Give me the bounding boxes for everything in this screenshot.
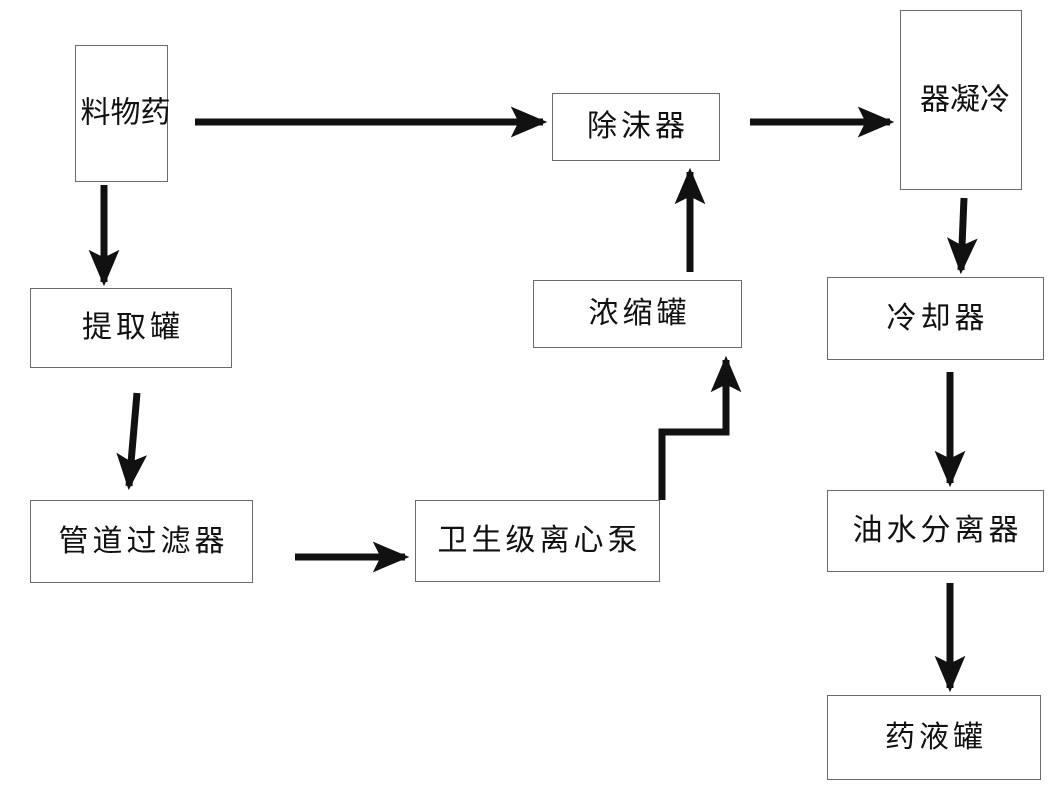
node-condenser[interactable]: 冷 凝 器 [900, 10, 1022, 190]
connector-sanitary_pump-to-concentrator [658, 355, 742, 500]
node-cooler[interactable]: 冷却器 [827, 277, 1044, 360]
node-label-sanitary_pump: 卫生级离心泵 [437, 524, 642, 558]
connector-condenser-to-cooler [946, 197, 978, 275]
node-concentrator[interactable]: 浓缩罐 [533, 280, 742, 348]
node-sanitary_pump[interactable]: 卫生级离心泵 [415, 500, 660, 582]
node-label-raw_material: 药 物 料 [75, 96, 169, 131]
node-pipe_filter[interactable]: 管道过滤器 [30, 500, 253, 583]
node-label-liquid_tank: 药液罐 [885, 720, 987, 754]
node-label-condenser: 冷 凝 器 [915, 82, 1008, 118]
connector-extractor-to-pipe_filter [116, 392, 148, 491]
node-raw_material[interactable]: 药 物 料 [75, 45, 169, 182]
node-label-pipe_filter: 管道过滤器 [58, 524, 229, 558]
node-extractor[interactable]: 提取罐 [30, 288, 232, 368]
node-label-oil_water_sep: 油水分离器 [852, 514, 1023, 548]
node-oil_water_sep[interactable]: 油水分离器 [827, 490, 1044, 572]
node-defoamer[interactable]: 除沫器 [552, 93, 720, 161]
node-liquid_tank[interactable]: 药液罐 [827, 695, 1041, 780]
node-label-concentrator: 浓缩罐 [588, 297, 691, 331]
node-label-cooler: 冷却器 [886, 301, 989, 335]
node-label-extractor: 提取罐 [82, 311, 184, 345]
node-label-defoamer: 除沫器 [587, 110, 689, 144]
